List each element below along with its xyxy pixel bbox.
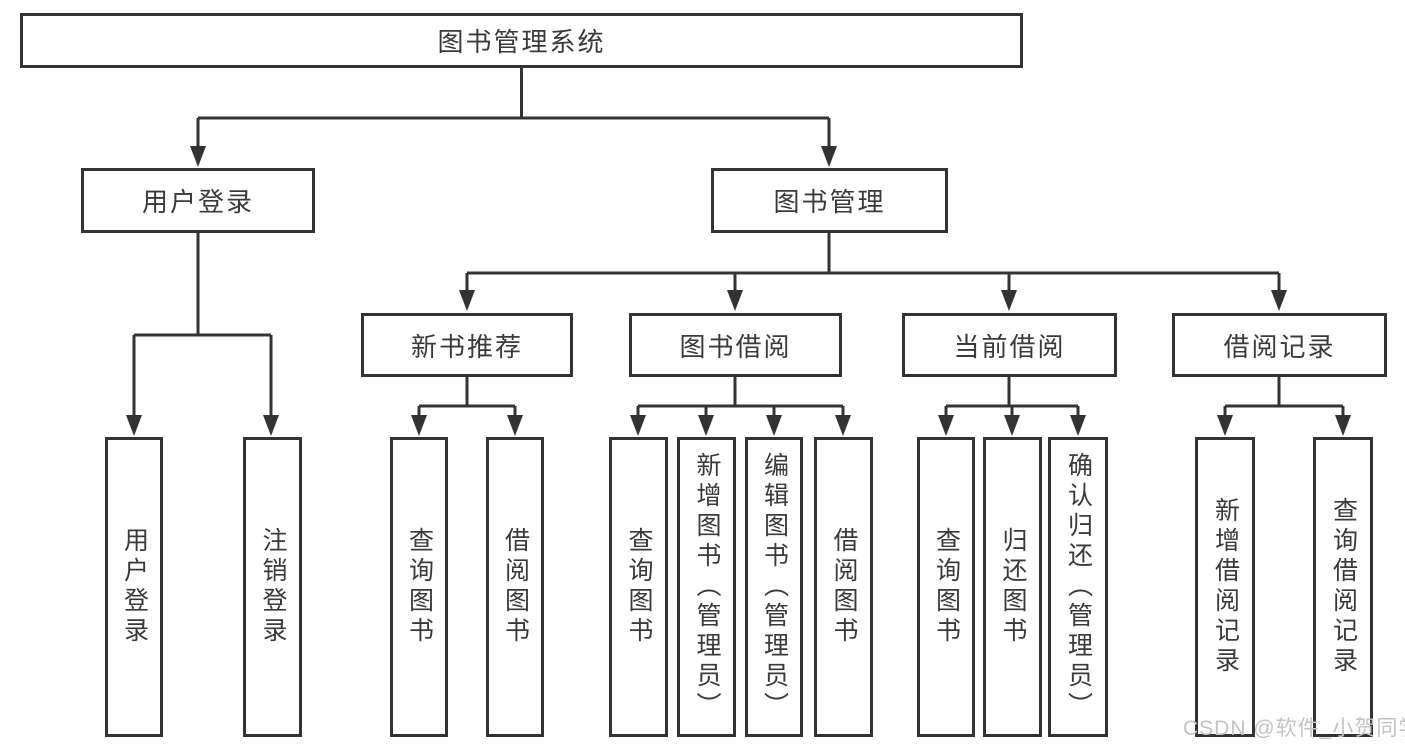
leaf-logout: 注销登录 <box>243 437 302 737</box>
node-current-borrow: 当前借阅 <box>902 313 1117 377</box>
leaf-user-login: 用户登录 <box>105 437 163 737</box>
arrowhead <box>698 415 714 436</box>
arrowhead <box>1335 415 1351 436</box>
leaf-return-book-label: 归还图书 <box>999 527 1027 647</box>
arrowhead <box>727 290 743 311</box>
arrowhead <box>459 290 475 311</box>
node-current-borrow-label: 当前借阅 <box>953 331 1066 362</box>
leaf-logout-label: 注销登录 <box>259 527 287 647</box>
node-user-login-label: 用户登录 <box>141 187 254 217</box>
node-borrow-records-label: 借阅记录 <box>1223 331 1336 362</box>
arrowhead <box>411 415 427 436</box>
leaf-query-book-borrow: 查询图书 <box>609 437 668 737</box>
leaf-query-book-recommend: 查询图书 <box>390 437 448 737</box>
arrowhead <box>1070 415 1086 436</box>
arrowhead <box>630 415 646 436</box>
leaf-add-book-admin-label: 新增图书（管理员） <box>693 452 721 722</box>
arrowhead <box>766 415 782 436</box>
node-book-management: 图书管理 <box>711 168 948 233</box>
node-root: 图书管理系统 <box>20 13 1023 68</box>
leaf-query-book-borrow-label: 查询图书 <box>625 527 653 647</box>
leaf-add-book-admin: 新增图书（管理员） <box>677 437 736 737</box>
leaf-query-borrow-record: 查询借阅记录 <box>1313 437 1373 737</box>
arrowhead <box>821 146 837 167</box>
leaf-return-book: 归还图书 <box>983 437 1042 737</box>
leaf-user-login-label: 用户登录 <box>120 527 149 647</box>
node-new-book-recommend: 新书推荐 <box>361 313 573 377</box>
arrowhead <box>263 415 279 436</box>
node-book-borrow-label: 图书借阅 <box>679 331 792 362</box>
node-new-book-recommend-label: 新书推荐 <box>410 331 523 362</box>
leaf-confirm-return-admin-label: 确认归还（管理员） <box>1064 452 1093 722</box>
leaf-query-book-recommend-label: 查询图书 <box>405 527 434 647</box>
leaf-confirm-return-admin: 确认归还（管理员） <box>1048 437 1108 737</box>
leaf-borrow-book-recommend-label: 借阅图书 <box>501 527 530 647</box>
arrowhead <box>835 415 851 436</box>
leaf-query-book-current: 查询图书 <box>917 437 975 737</box>
arrowhead <box>1271 290 1287 311</box>
arrowhead <box>1001 290 1017 311</box>
node-borrow-records: 借阅记录 <box>1172 313 1387 377</box>
leaf-add-borrow-record-label: 新增借阅记录 <box>1211 497 1240 677</box>
leaf-edit-book-admin: 编辑图书（管理员） <box>745 437 803 737</box>
leaf-query-borrow-record-label: 查询借阅记录 <box>1329 497 1358 677</box>
tree-edges <box>132 68 1345 424</box>
arrowhead <box>190 146 206 167</box>
node-book-borrow: 图书借阅 <box>629 313 842 377</box>
leaf-add-borrow-record: 新增借阅记录 <box>1195 437 1255 737</box>
leaf-edit-book-admin-label: 编辑图书（管理员） <box>760 452 789 722</box>
arrowhead <box>507 415 523 436</box>
arrowhead <box>1217 415 1233 436</box>
arrowhead <box>126 415 142 436</box>
leaf-borrow-book-label: 借阅图书 <box>830 527 858 647</box>
node-book-management-label: 图书管理 <box>773 187 886 217</box>
leaf-borrow-book-recommend: 借阅图书 <box>486 437 544 737</box>
node-user-login: 用户登录 <box>81 168 315 233</box>
arrowhead <box>938 415 954 436</box>
node-root-label: 图书管理系统 <box>437 27 606 57</box>
csdn-watermark: CSDN @软件_小贺同学 <box>1183 717 1405 740</box>
leaf-borrow-book: 借阅图书 <box>814 437 873 737</box>
leaf-query-book-current-label: 查询图书 <box>932 527 961 647</box>
arrowhead <box>1004 415 1020 436</box>
